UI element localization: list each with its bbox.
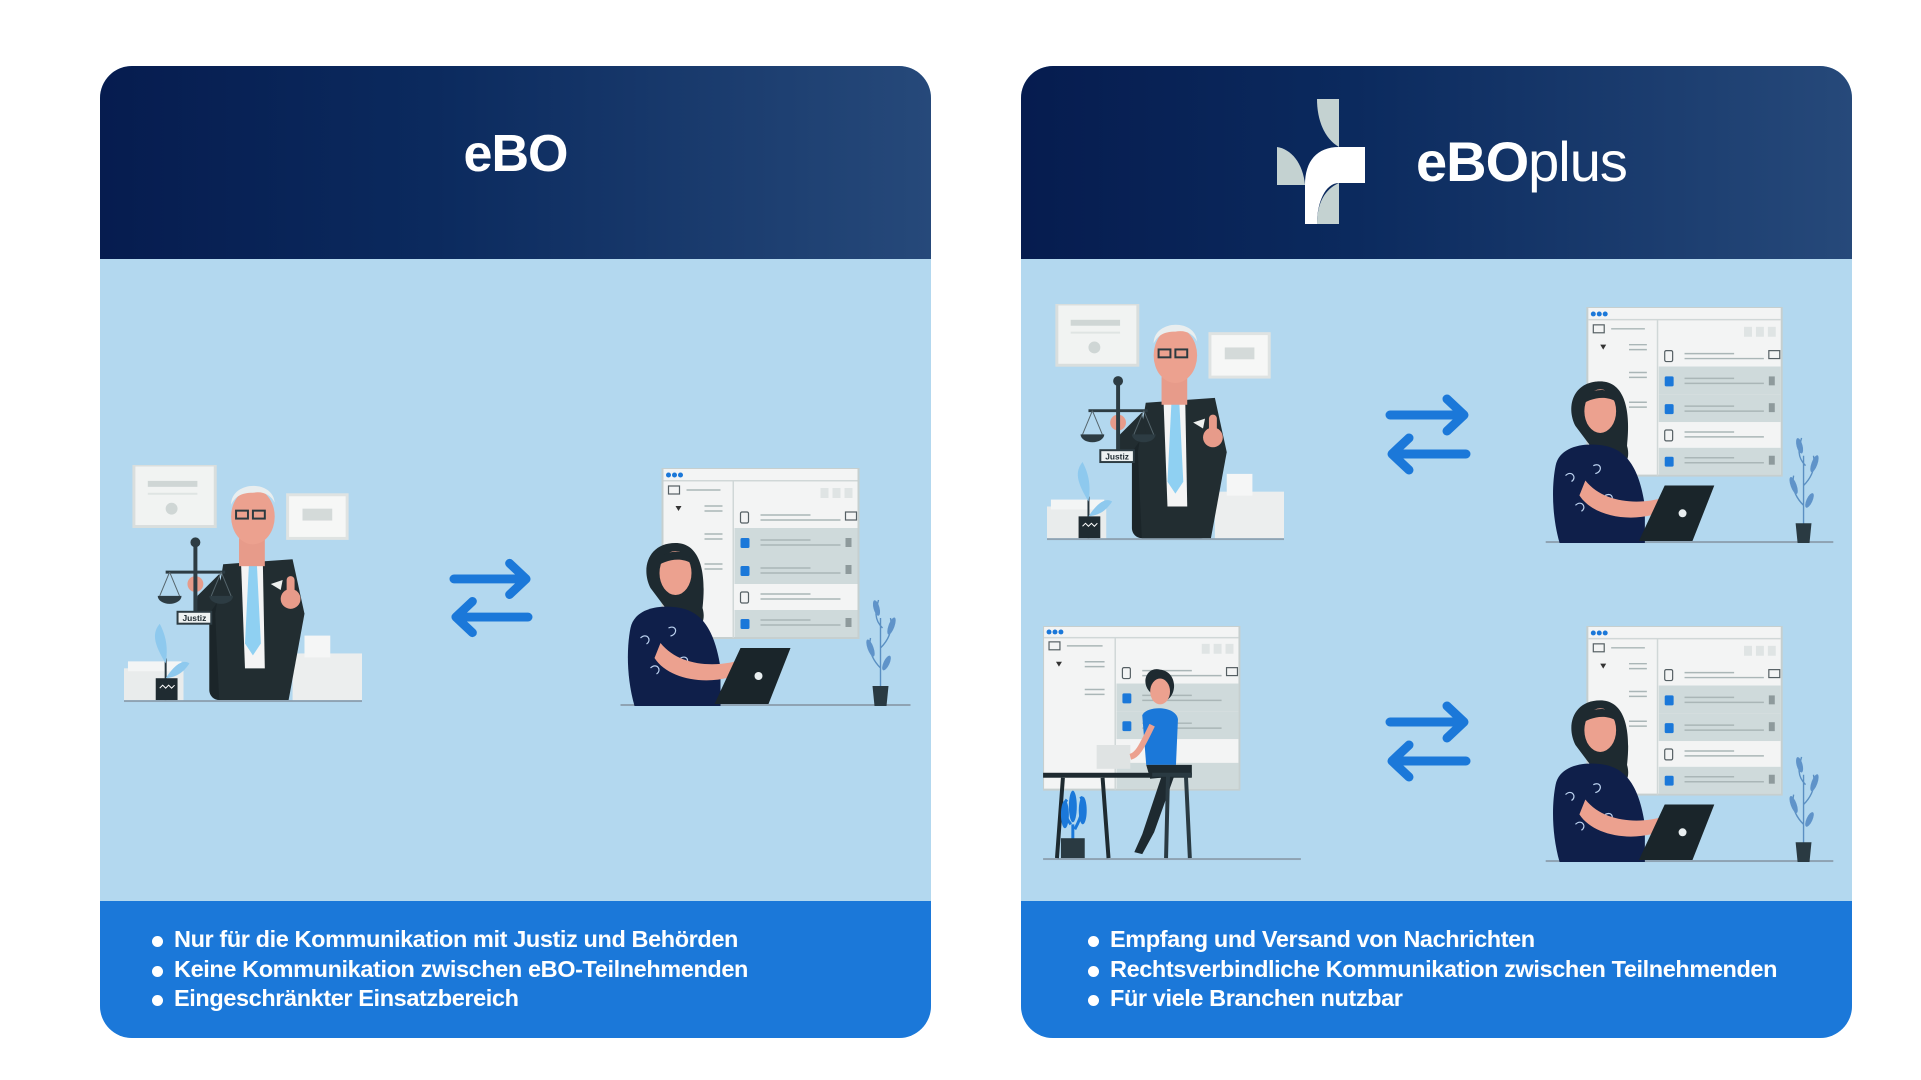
lawyer-illustration: Justiz: [1046, 304, 1285, 543]
eboplus-wordmark: eBOplus: [1416, 129, 1628, 194]
eboplus-logo: eBOplus: [1277, 99, 1637, 224]
eboplus-features: Empfang und Versand von Nachrichten Rech…: [1021, 901, 1852, 1038]
logo-light-text: plus: [1528, 130, 1628, 193]
feature-item: Empfang und Versand von Nachrichten: [1088, 925, 1777, 955]
exchange-arrows-icon: [1385, 701, 1471, 782]
exchange-arrows-icon: [449, 558, 533, 638]
woman-mailbox-illustration: [620, 468, 911, 709]
eboplus-feature-list: Empfang und Versand von Nachrichten Rech…: [1088, 925, 1777, 1014]
cross-logo-icon: [1277, 99, 1365, 224]
ebo-card-header: eBO: [100, 66, 931, 259]
ebo-feature-list: Nur für die Kommunikation mit Justiz und…: [152, 925, 748, 1014]
woman-mailbox-illustration: [1545, 307, 1834, 546]
feature-item: Keine Kommunikation zwischen eBO-Teilneh…: [152, 955, 748, 985]
feature-item: Eingeschränkter Einsatzbereich: [152, 984, 748, 1014]
woman-mailbox-illustration: [1545, 626, 1834, 865]
eboplus-card: eBOplus Justiz Empfang und Versand von N…: [1021, 66, 1852, 1038]
feature-item: Nur für die Kommunikation mit Justiz und…: [152, 925, 748, 955]
scale-label: Justiz: [1105, 452, 1129, 462]
woman-desk-illustration: [1043, 626, 1301, 864]
ebo-features: Nur für die Kommunikation mit Justiz und…: [100, 901, 931, 1038]
eboplus-illustration-area: Justiz: [1021, 259, 1852, 901]
ebo-illustration-area: Justiz: [100, 259, 931, 901]
ebo-card: eBO Justiz Nur für die Kommunikation mit…: [100, 66, 931, 1038]
ebo-title: eBO: [463, 125, 569, 183]
feature-item: Für viele Branchen nutzbar: [1088, 984, 1777, 1014]
feature-item: Rechtsverbindliche Kommunikation zwische…: [1088, 955, 1777, 985]
eboplus-card-header: eBOplus: [1021, 66, 1852, 259]
logo-bold-text: eBO: [1416, 130, 1529, 193]
lawyer-illustration: Justiz: [124, 465, 362, 705]
exchange-arrows-icon: [1385, 394, 1471, 475]
scale-label: Justiz: [182, 613, 206, 623]
